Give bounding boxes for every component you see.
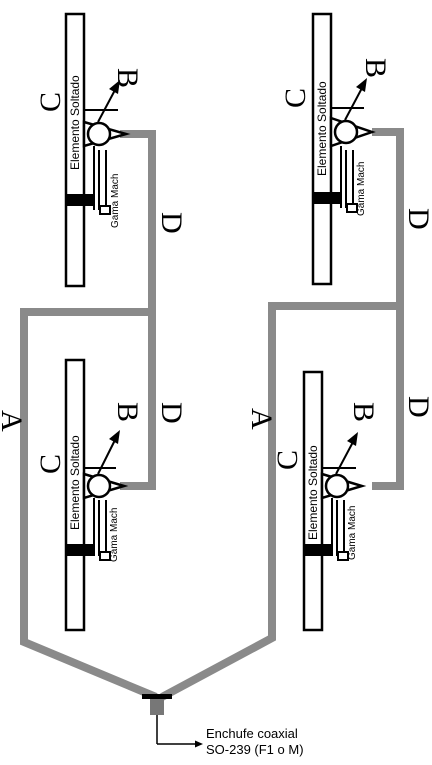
connector-line-1: Enchufe coaxial <box>206 726 298 741</box>
arrow-b <box>347 432 358 446</box>
gamma-shorting-bar <box>66 194 94 206</box>
letter-d-top-left: D <box>155 212 188 234</box>
cable-d-bottom-right <box>372 306 404 490</box>
letter-d-bottom-left: D <box>155 402 188 424</box>
gamma-label-bottom-left: Gama Mach <box>109 508 120 562</box>
arrow-b <box>109 80 120 94</box>
connector-line-2: SO-239 (F1 o M) <box>206 742 304 757</box>
gamma-label-top-right: Gama Mach <box>356 162 367 216</box>
element-label-bottom-right: Elemento Soltado <box>306 445 320 540</box>
letter-c-bottom-left: C <box>34 454 67 474</box>
coax-connector <box>142 694 203 748</box>
cable-d-top-left <box>120 130 156 312</box>
cable-d-bottom-left <box>120 312 156 490</box>
letter-a-right: A <box>245 408 278 430</box>
arrow-b <box>109 430 120 444</box>
gamma-label-top-left: Gama Mach <box>110 174 121 228</box>
letter-d-top-right: D <box>402 208 432 230</box>
arrow-b <box>356 78 367 92</box>
gamma-shorting-bar <box>66 544 94 556</box>
letter-c-bottom-right: C <box>271 450 304 470</box>
element-assembly-bottom-left <box>64 358 129 632</box>
cable-a-right <box>160 302 400 701</box>
element-assembly-top-left <box>64 12 131 288</box>
letter-c-top-right: C <box>279 88 312 108</box>
element-assembly-bottom-right <box>302 370 367 632</box>
feed-harness <box>20 128 404 701</box>
letter-a-left: A <box>0 410 28 432</box>
element-label-top-left: Elemento Soltado <box>68 75 82 170</box>
cable-d-top-right <box>372 128 404 306</box>
letter-b-bottom-left: B <box>111 402 144 422</box>
element-label-bottom-left: Elemento Soltado <box>68 435 82 530</box>
gamma-label-bottom-right: Gama Mach <box>347 506 358 560</box>
letter-b-top-left: B <box>111 68 144 88</box>
letter-c-top-left: C <box>34 92 67 112</box>
driven-element <box>64 12 86 288</box>
driven-element <box>311 12 333 286</box>
letter-d-bottom-right: D <box>402 396 432 418</box>
letter-b-bottom-right: B <box>347 402 380 422</box>
element-label-top-right: Elemento Soltado <box>315 81 329 176</box>
cable-a-left <box>20 308 158 701</box>
letter-b-top-right: B <box>359 58 392 78</box>
gamma-shorting-bar <box>313 192 341 204</box>
driven-element <box>302 370 324 632</box>
element-assembly-top-right <box>311 12 376 286</box>
gamma-shorting-bar <box>304 544 332 556</box>
